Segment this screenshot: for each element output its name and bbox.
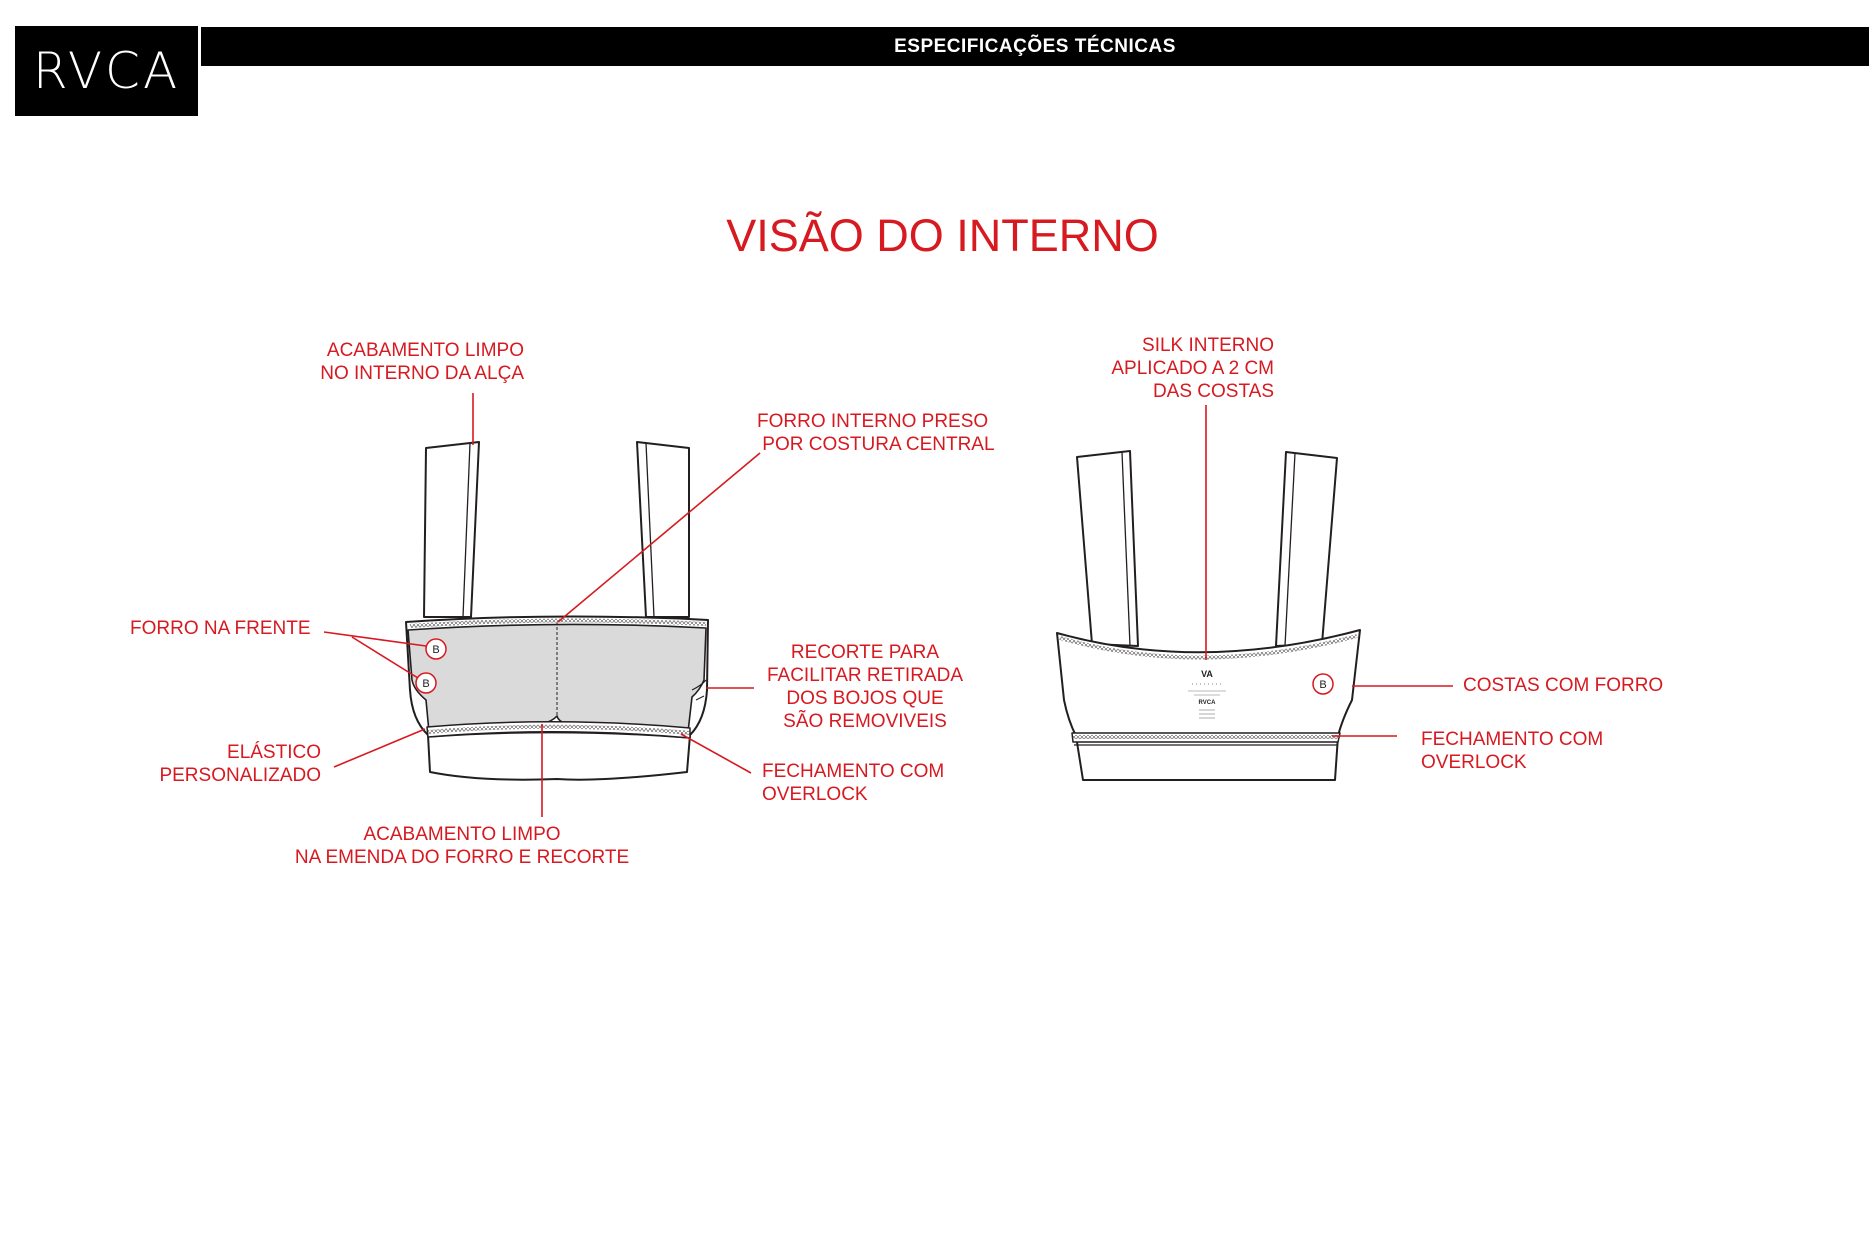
logo-text: RVCA bbox=[32, 42, 181, 100]
header-bar: ESPECIFICAÇÕES TÉCNICAS bbox=[201, 27, 1869, 66]
back-left-strap bbox=[1076, 450, 1139, 647]
back-garment bbox=[1056, 450, 1361, 781]
front-garment bbox=[405, 441, 709, 781]
badge-letter: B bbox=[422, 678, 429, 690]
badge-letter: B bbox=[432, 644, 439, 656]
label-elastic: ELÁSTICO PERSONALIZADO bbox=[159, 742, 321, 786]
back-badge: B bbox=[1312, 673, 1334, 695]
label-front-lining: FORRO NA FRENTE bbox=[130, 618, 311, 639]
silk-mark: VA bbox=[1201, 669, 1213, 679]
silk-label: VA RVCA bbox=[1188, 669, 1226, 719]
label-back-overlock: FECHAMENTO COM OVERLOCK bbox=[1421, 729, 1604, 773]
silk-brand: RVCA bbox=[1199, 700, 1217, 706]
front-leader-lines bbox=[323, 393, 761, 817]
label-cut-removable: RECORTE PARA FACILITAR RETIRADA DOS BOJO… bbox=[766, 642, 963, 732]
front-badge-2: B bbox=[415, 672, 437, 694]
front-badge-1: B bbox=[425, 638, 447, 660]
label-strap-finish: ACABAMENTO LIMPO NO INTERNO DA ALÇA bbox=[320, 340, 524, 384]
front-left-strap bbox=[423, 441, 480, 618]
back-leader-lines bbox=[1205, 405, 1453, 737]
header-title: ESPECIFICAÇÕES TÉCNICAS bbox=[894, 35, 1176, 57]
label-silk: SILK INTERNO APLICADO A 2 CM DAS COSTAS bbox=[1111, 335, 1274, 402]
label-inner-lining: FORRO INTERNO PRESO POR COSTURA CENTRAL bbox=[757, 411, 995, 455]
page-title: VISÃO DO INTERNO bbox=[726, 210, 1159, 261]
label-front-overlock: FECHAMENTO COM OVERLOCK bbox=[762, 761, 945, 805]
label-seam-finish: ACABAMENTO LIMPO NA EMENDA DO FORRO E RE… bbox=[294, 824, 630, 868]
rvca-logo: RVCA bbox=[15, 26, 198, 116]
label-back-lining: COSTAS COM FORRO bbox=[1463, 675, 1664, 696]
badge-letter: B bbox=[1319, 679, 1326, 691]
back-right-strap bbox=[1275, 451, 1338, 647]
front-right-strap bbox=[636, 441, 690, 618]
